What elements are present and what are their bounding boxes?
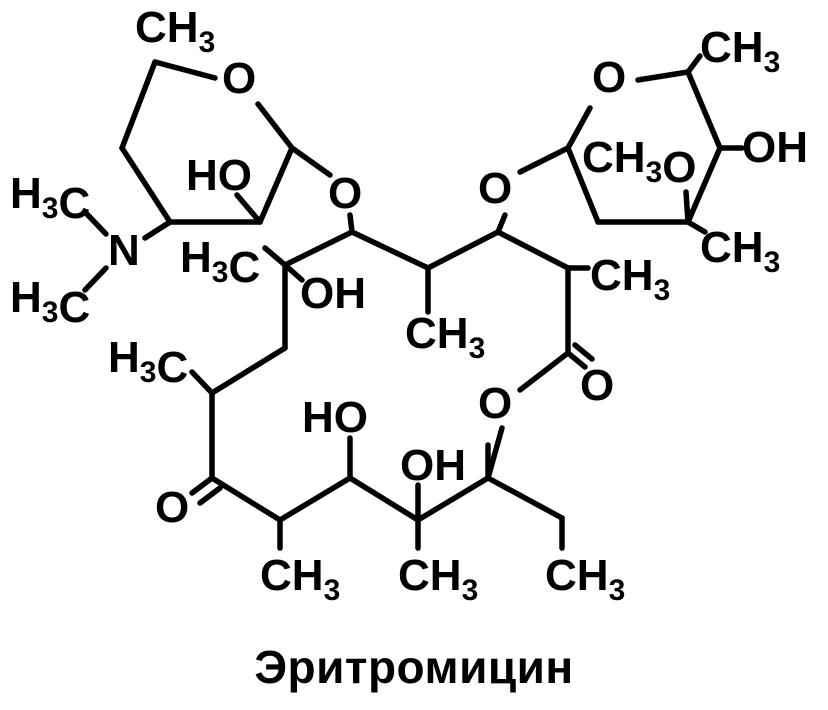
bond: [209, 475, 283, 523]
bond: [495, 212, 508, 235]
bond: [142, 219, 173, 241]
bond: [349, 229, 431, 271]
bond: [262, 245, 288, 268]
lactone-carbonyl-oxygen-label: O: [580, 361, 614, 410]
bond: [152, 59, 218, 81]
bond: [82, 265, 109, 293]
glycoside-oxygen-right-label: O: [478, 164, 512, 213]
bond: [685, 69, 723, 151]
nitrogen-label: N: [108, 226, 140, 275]
c11-hydroxyl-label: HO: [302, 393, 368, 442]
c12-methyl-label: CH3: [398, 551, 478, 607]
bond: [119, 145, 173, 225]
cladinose-ch3-top-label: CH3: [700, 23, 780, 79]
bond: [347, 475, 421, 523]
bond: [197, 485, 223, 506]
c6-methyl-label: H3C: [180, 233, 260, 292]
bond: [415, 475, 491, 523]
c12-hydroxyl-label: OH: [400, 441, 466, 490]
bond: [685, 145, 723, 225]
bond: [425, 229, 501, 271]
bond: [119, 59, 158, 151]
bond: [82, 209, 109, 237]
n-methyl-top-label: H3C: [10, 169, 90, 228]
bond: [234, 192, 263, 225]
bond: [277, 475, 353, 523]
bond: [255, 101, 295, 151]
bond: [565, 350, 588, 370]
bond: [565, 105, 593, 151]
bond: [189, 475, 215, 496]
c8-methyl-label: H3C: [108, 333, 188, 392]
c4-methyl-label: CH3: [405, 309, 485, 365]
bond: [685, 219, 708, 235]
desosamine-ch3-label: CH3: [135, 3, 215, 59]
ketone-oxygen-label: O: [155, 483, 189, 532]
bond: [282, 262, 305, 283]
c6-hydroxyl-label: OH: [300, 269, 366, 318]
desosamine-ring-oxygen-label: O: [222, 54, 256, 103]
bond: [189, 369, 215, 396]
bond: [485, 475, 565, 521]
desosamine-hydroxyl-label: HO: [186, 151, 252, 200]
bond: [572, 342, 595, 362]
bond: [683, 189, 691, 225]
bond: [347, 212, 355, 235]
n-methyl-bottom-label: H3C: [10, 273, 90, 332]
bond: [282, 229, 355, 268]
cladinose-ch3-bottom-label: CH3: [700, 223, 780, 279]
c2-methyl-label: CH3: [590, 251, 670, 307]
bond: [565, 145, 601, 225]
bond: [257, 145, 295, 225]
c10-methyl-label: CH3: [260, 551, 340, 607]
glycoside-oxygen-left-label: O: [328, 169, 362, 218]
bond: [289, 145, 333, 178]
cladinose-methoxy-label: CH3O: [582, 133, 696, 192]
cladinose-hydroxyl-label: OH: [742, 123, 808, 172]
ethyl-methyl-label: CH3: [545, 551, 625, 607]
compound-name-caption: Эритромицин: [254, 641, 574, 693]
bond: [517, 145, 571, 175]
bond: [685, 53, 703, 75]
lactone-ring-oxygen-label: O: [478, 379, 512, 428]
cladinose-ring-oxygen-label: O: [592, 53, 626, 102]
bond: [495, 229, 571, 271]
bond: [517, 350, 571, 393]
bond: [635, 69, 691, 83]
bond: [209, 345, 288, 396]
